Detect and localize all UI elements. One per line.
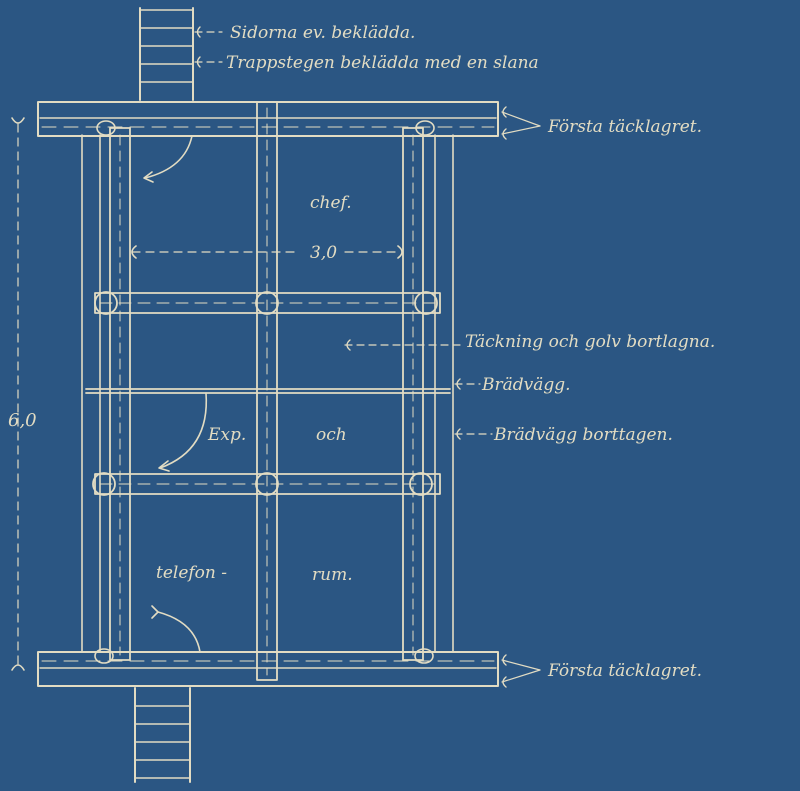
label-exp: Exp. [207,425,246,445]
width-dimension [131,245,403,259]
label-sides: Sidorna ev. beklädda. [230,23,415,43]
bottom-log [37,648,499,687]
label-width-dim: 3,0 [310,243,337,263]
top-ladder [139,7,194,101]
label-board-wall-removed: Brädvägg borttagen. [493,425,673,445]
label-och: och [316,425,347,445]
label-chef: chef. [310,193,352,213]
height-dimension [11,117,25,671]
label-covering-removed: Täckning och golv bortlagna. [465,332,715,352]
label-telefon: telefon - [156,563,227,583]
board-wall [85,388,451,394]
curved-arrows [143,135,208,653]
cross-logs [92,291,441,496]
label-first-layer-top: Första täcklagret. [547,117,702,137]
bottom-ladder [134,687,191,783]
label-first-layer-bottom: Första täcklagret. [547,661,702,681]
label-ladder: Trappstegen beklädda med en slana [226,53,539,73]
top-log [37,101,499,137]
labels: Sidorna ev. beklädda. Trappstegen bekläd… [8,23,715,681]
label-rum: rum. [312,565,353,585]
label-height-dim: 6,0 [8,410,37,431]
vertical-logs [109,101,424,681]
leader-lines [194,26,541,688]
label-board-wall: Brädvägg. [481,375,571,395]
